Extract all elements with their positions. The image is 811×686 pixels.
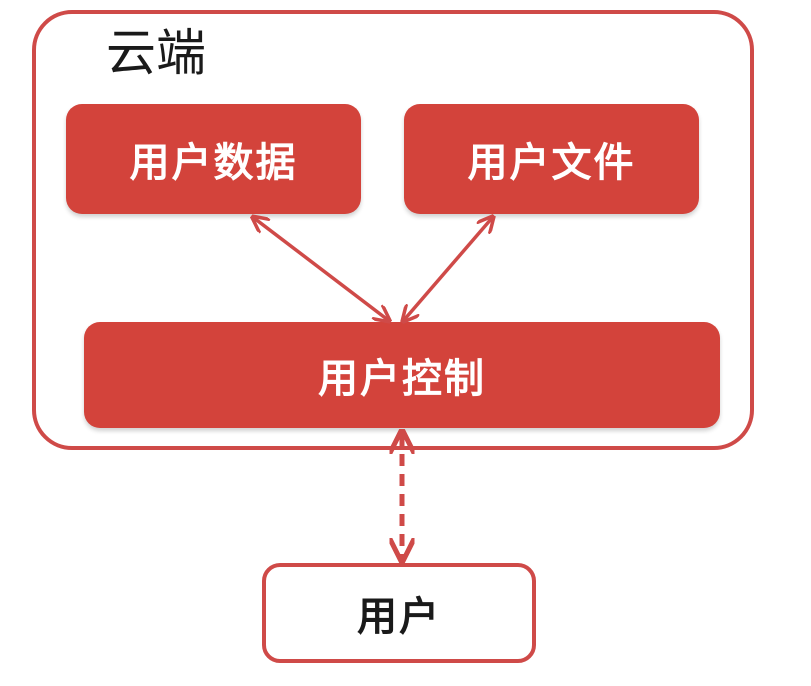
user-node: 用户: [262, 563, 536, 663]
user-files-node: 用户文件: [404, 104, 699, 214]
user-data-node: 用户数据: [66, 104, 361, 214]
arrow-files-control: [404, 218, 492, 320]
cloud-title: 云端: [106, 24, 206, 82]
user-control-node: 用户控制: [84, 322, 720, 428]
arrow-data-control: [254, 218, 388, 320]
